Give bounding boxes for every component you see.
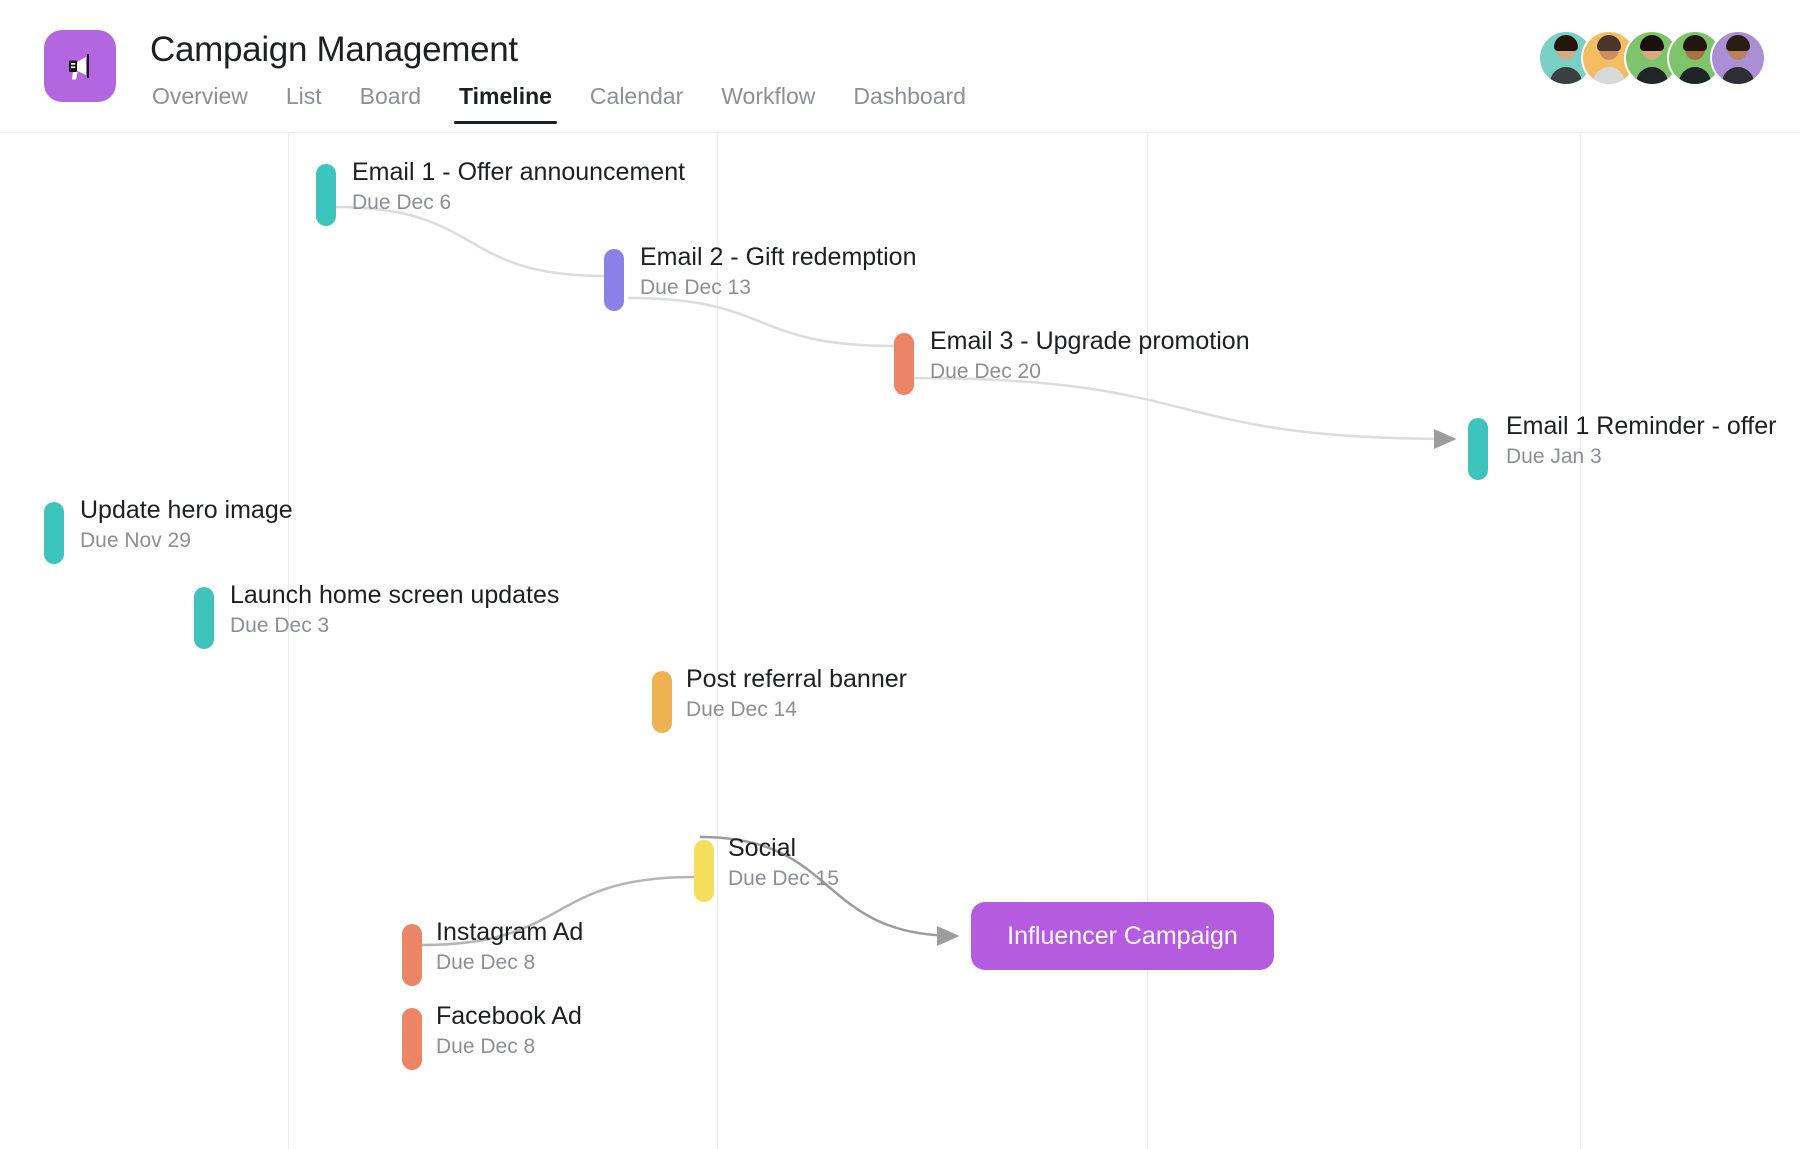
task-due-date: Due Dec 8 <box>436 1035 536 1058</box>
task-bar-facebook-ad[interactable] <box>402 1008 422 1070</box>
task-due-date: Due Jan 3 <box>1506 445 1602 468</box>
task-name: Email 3 - Upgrade promotion <box>930 327 1250 355</box>
task-name: Social <box>728 834 797 862</box>
task-due-date: Due Dec 20 <box>930 360 1041 383</box>
gridline <box>288 133 289 1149</box>
milestone-influencer-campaign[interactable]: Influencer Campaign <box>971 902 1274 970</box>
tab-calendar[interactable]: Calendar <box>571 83 702 124</box>
task-name: Post referral banner <box>686 665 907 693</box>
task-bar-launch-home-screen-updates[interactable] <box>194 587 214 649</box>
task-name: Facebook Ad <box>436 1002 582 1030</box>
task-bar-email-3-upgrade-promotion[interactable] <box>894 333 914 395</box>
gridline <box>1580 133 1581 1149</box>
task-bar-post-referral-banner[interactable] <box>652 671 672 733</box>
app-header: Campaign Management Overview List Board … <box>0 0 1800 133</box>
page-title: Campaign Management <box>150 30 518 69</box>
avatar[interactable] <box>1583 32 1635 84</box>
gridline <box>1147 133 1148 1149</box>
tab-timeline[interactable]: Timeline <box>440 83 571 124</box>
task-due-date: Due Dec 6 <box>352 191 452 214</box>
task-name: Email 2 - Gift redemption <box>640 243 917 271</box>
task-name: Email 1 Reminder - offer <box>1506 412 1777 440</box>
task-due-date: Due Nov 29 <box>80 529 191 552</box>
tab-workflow[interactable]: Workflow <box>702 83 834 124</box>
avatar[interactable] <box>1712 32 1764 84</box>
view-tabs: Overview List Board Timeline Calendar Wo… <box>152 83 985 124</box>
milestone-label: Influencer Campaign <box>1007 921 1238 950</box>
project-logo <box>44 30 116 102</box>
task-bar-email-2-gift-redemption[interactable] <box>604 249 624 311</box>
task-bar-email-1-reminder-offer[interactable] <box>1468 418 1488 480</box>
task-due-date: Due Dec 14 <box>686 698 797 721</box>
tab-list[interactable]: List <box>267 83 341 124</box>
tab-board[interactable]: Board <box>341 83 440 124</box>
task-name: Update hero image <box>80 496 293 524</box>
gridline <box>717 133 718 1149</box>
task-due-date: Due Dec 8 <box>436 951 536 974</box>
tab-dashboard[interactable]: Dashboard <box>834 83 985 124</box>
tab-overview[interactable]: Overview <box>152 83 267 124</box>
task-name: Launch home screen updates <box>230 581 560 609</box>
megaphone-icon <box>60 46 100 86</box>
task-text-instagram-ad[interactable]: Instagram Ad Due Dec 8 <box>436 917 583 977</box>
task-bar-instagram-ad[interactable] <box>402 924 422 986</box>
task-bar-social[interactable] <box>694 840 714 902</box>
task-due-date: Due Dec 3 <box>230 614 330 637</box>
task-bar-email-1-offer-announcement[interactable] <box>316 164 336 226</box>
task-text-facebook-ad[interactable]: Facebook Ad Due Dec 8 <box>436 1001 582 1061</box>
member-avatar-group <box>1540 32 1764 84</box>
task-due-date: Due Dec 13 <box>640 276 751 299</box>
task-name: Email 1 - Offer announcement <box>352 158 686 186</box>
avatar[interactable] <box>1626 32 1678 84</box>
task-due-date: Due Dec 15 <box>728 867 839 890</box>
task-bar-update-hero-image[interactable] <box>44 502 64 564</box>
task-name: Instagram Ad <box>436 918 584 946</box>
